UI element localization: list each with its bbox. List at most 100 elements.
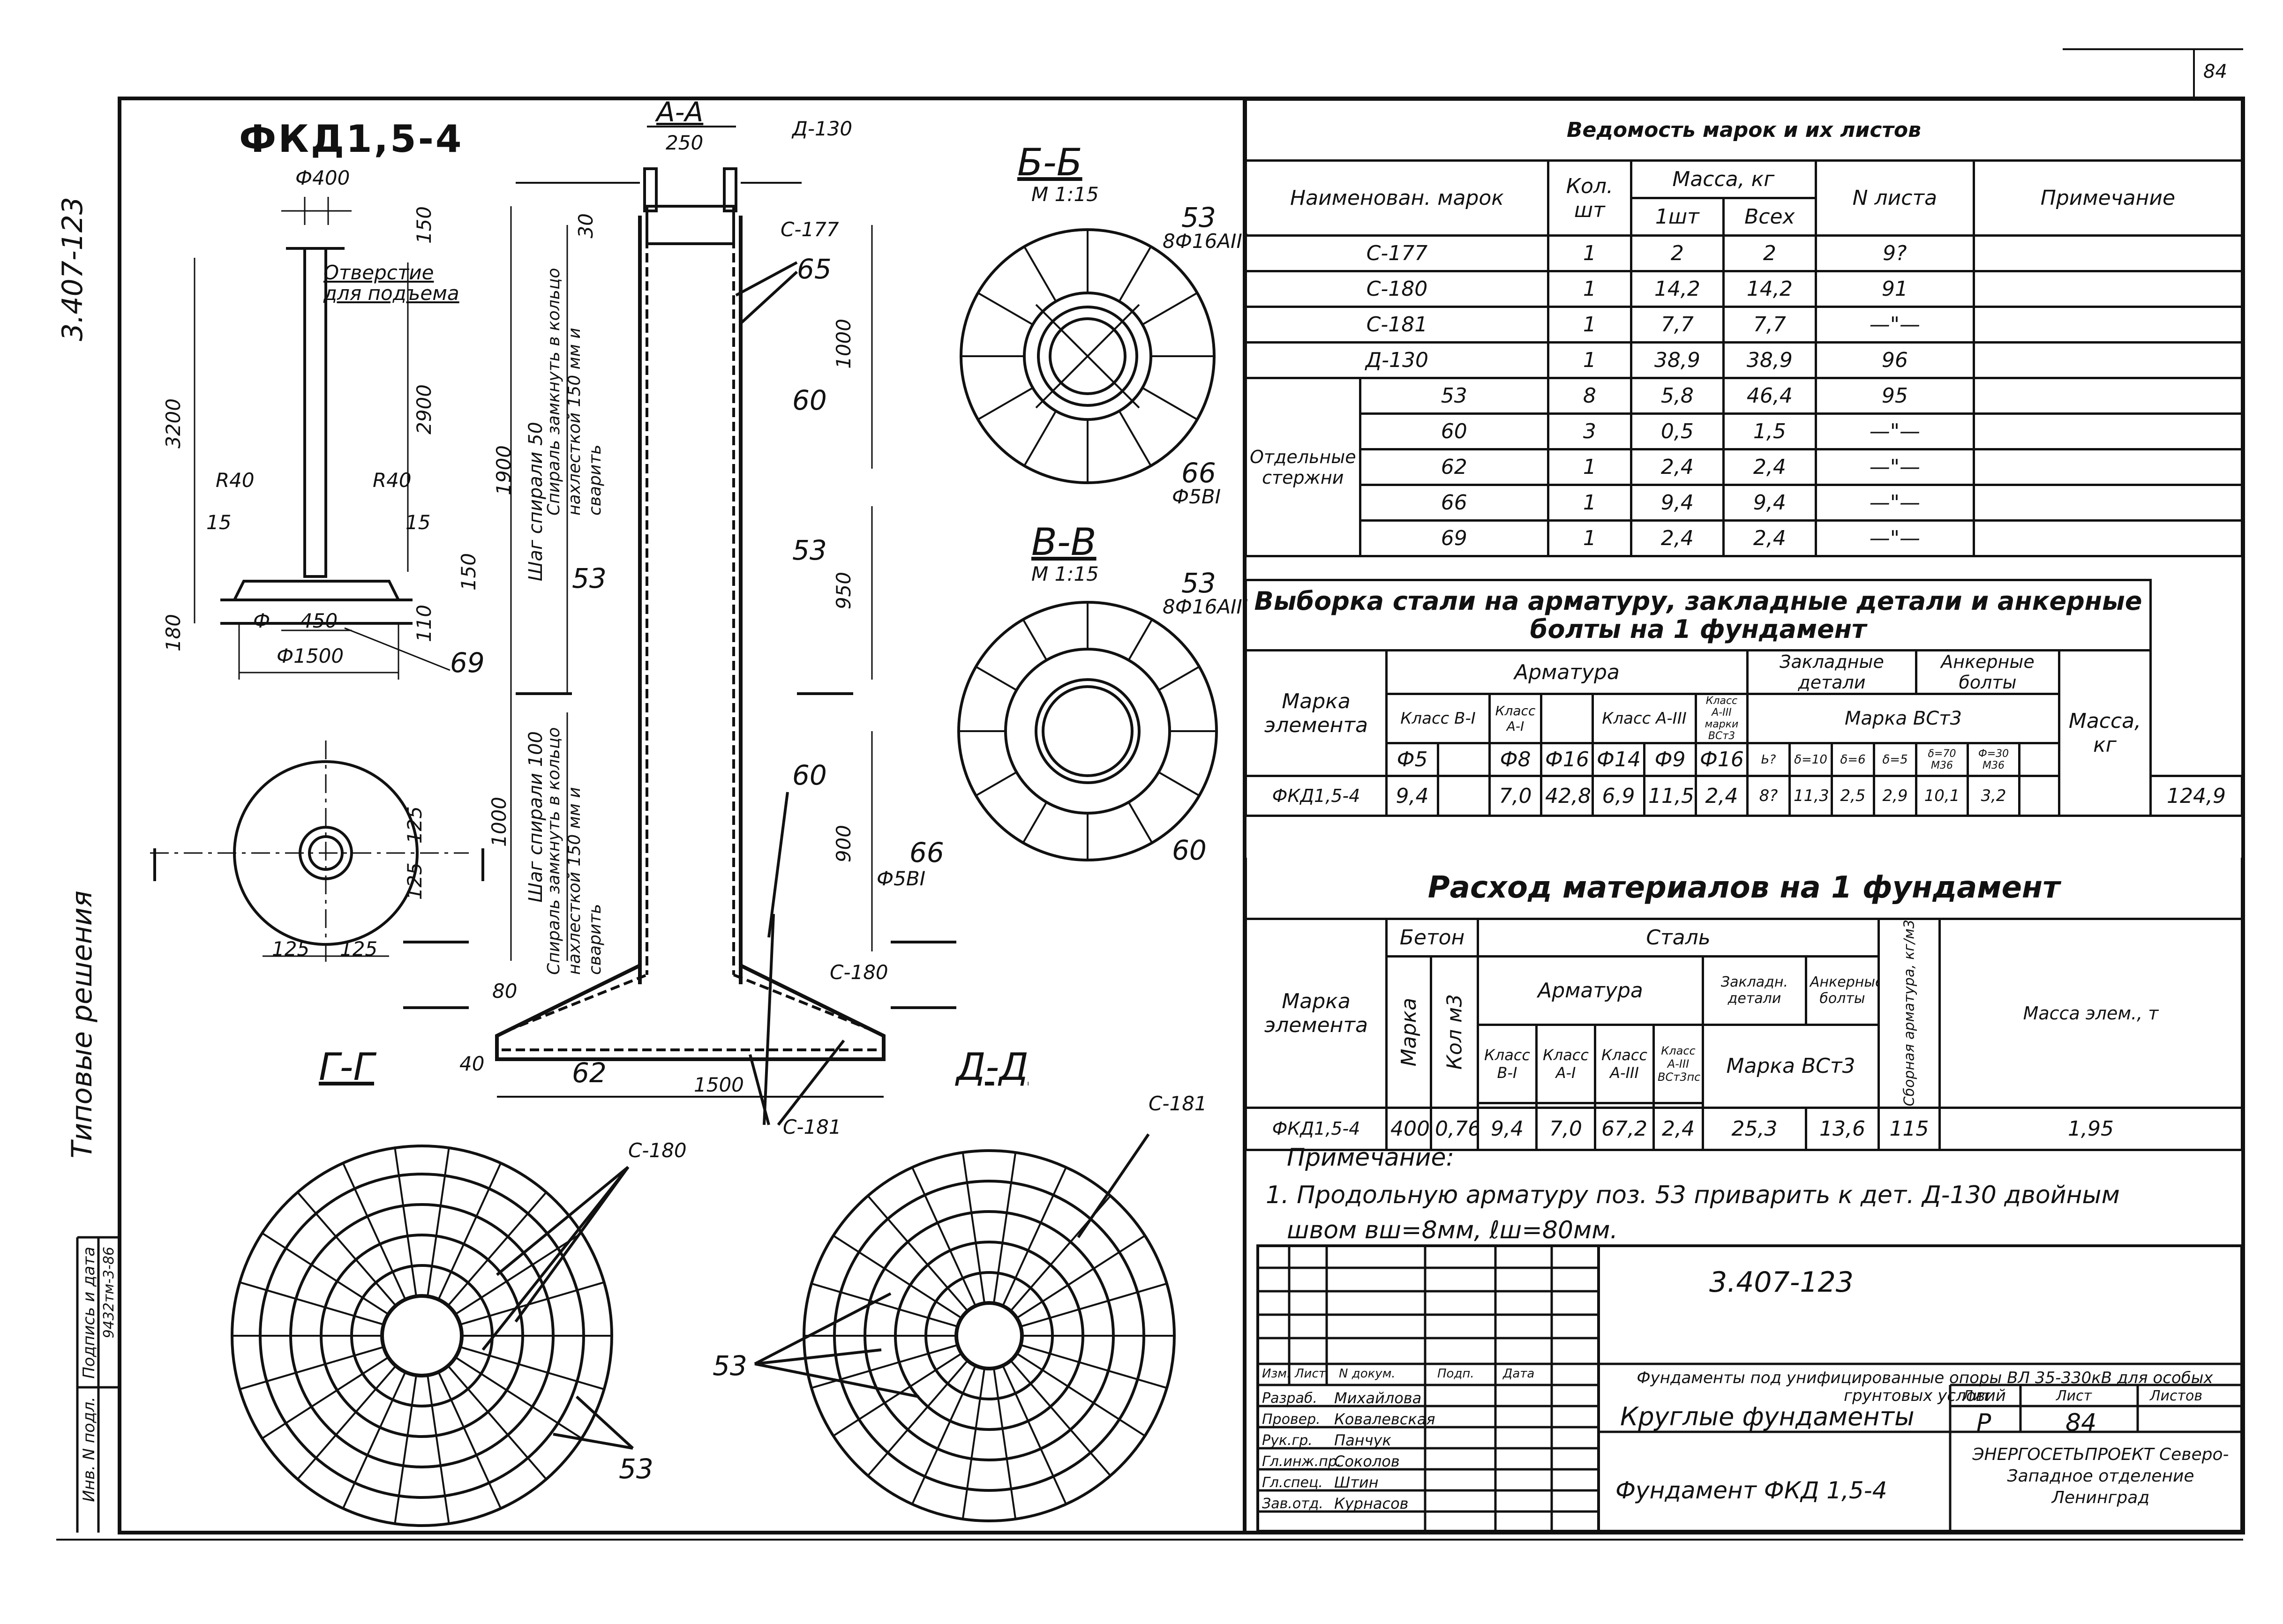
t1-cell: 1 xyxy=(1547,270,1632,308)
t3-h-zakl: Закладн. детали xyxy=(1702,955,1807,1026)
t1-cell: 53 xyxy=(1359,377,1549,415)
rebar-radial-line xyxy=(1158,666,1200,691)
t2-diam: Ф16 xyxy=(1540,742,1594,777)
rebar-radial-line xyxy=(833,1235,962,1319)
t3-h-b1: Класс В-I xyxy=(1477,1024,1538,1104)
rebar-radial-line xyxy=(1158,771,1200,797)
label-c181: С-181 xyxy=(783,1115,841,1138)
rebar-radial-line xyxy=(1016,1353,1146,1437)
rebar-radial-line xyxy=(977,387,1034,420)
rebar-radial-line xyxy=(1023,410,1057,466)
rebar-radial-line xyxy=(239,1281,384,1325)
t1-cell: 0,5 xyxy=(1630,412,1725,450)
t2-cell: 2,5 xyxy=(1831,775,1875,817)
stamp-code: 3.407-123 xyxy=(1709,1266,1854,1299)
t3-h-anker: Анкерные болты xyxy=(1805,955,1880,1026)
t1-cell: 69 xyxy=(1359,519,1549,557)
stamp-names: Михайлова Ковалевская Панчук Соколов Шти… xyxy=(1334,1388,1435,1514)
label-c180: С-180 xyxy=(830,961,888,984)
label-69: 69 xyxy=(450,647,485,679)
t1-cell: 62 xyxy=(1359,448,1549,486)
rebar-radial-line xyxy=(975,666,1017,691)
label-66b: 66 xyxy=(909,837,944,868)
t1-cell: 60 xyxy=(1359,412,1549,450)
t3-cell: 9,4 xyxy=(1477,1106,1538,1151)
rebar-radial-line xyxy=(455,1356,582,1439)
rebar-radial-line xyxy=(239,1346,384,1391)
t1-cell: С-180 xyxy=(1245,270,1549,308)
section-vv-label: В-В xyxy=(1031,520,1096,564)
rebar-radial-line xyxy=(297,1191,397,1307)
rebar-radial-line xyxy=(992,1368,1017,1519)
dim-18: 250 xyxy=(666,131,704,154)
t1-cell: 1 xyxy=(1547,519,1632,557)
dim-0: Ф400 xyxy=(295,166,350,189)
dim-5: R40 xyxy=(373,469,412,492)
t3-h-marka: Марка xyxy=(1386,956,1431,1108)
rebar-radial-line xyxy=(911,1167,976,1307)
t1-cell: 9? xyxy=(1814,234,1975,272)
t1-cell: 38,9 xyxy=(1722,341,1817,379)
dim-1: 150 xyxy=(413,206,436,244)
t2-cell: 10,1 xyxy=(1915,775,1969,817)
t1-cell: 2,4 xyxy=(1722,448,1817,486)
t1-cell: Д-130 xyxy=(1245,341,1549,379)
rebar-radial-line xyxy=(342,1371,406,1509)
rebar-radial-line xyxy=(437,1162,502,1300)
label-60: 60 xyxy=(792,384,827,416)
stamp-h-list: Лист xyxy=(1295,1367,1326,1381)
dim-23: 1000 xyxy=(488,797,511,847)
rebar-radial-line xyxy=(833,1353,962,1437)
sheet-frame xyxy=(118,97,2245,1534)
rebar-radial-line xyxy=(427,1147,450,1297)
t2-diam: δ=10 xyxy=(1788,742,1833,777)
dim-15: 125 xyxy=(340,937,378,960)
t1-cell: 46,4 xyxy=(1722,377,1817,415)
stamp-roles: Разраб. Провер. Рук.гр. Гл.инж.пр. Гл.сп… xyxy=(1262,1388,1341,1514)
t2-diam: Ф14 xyxy=(1592,742,1645,777)
t3-cell: 1,95 xyxy=(1938,1106,2243,1151)
t2-cell: 11,5 xyxy=(1643,775,1697,817)
stamp-h-izm: Изм. xyxy=(1262,1367,1291,1381)
dim-9: 180 xyxy=(162,614,185,652)
rebar-radial-line xyxy=(262,1356,389,1439)
label-62: 62 xyxy=(572,1057,607,1089)
t1-cell: 2,4 xyxy=(1722,519,1817,557)
t2-h-anker: Анкерные болты xyxy=(1915,649,2060,695)
t3-cell: ФКД1,5-4 xyxy=(1245,1106,1388,1151)
spiral-note2: Спираль замкнуть в кольцо нахлесткой 150… xyxy=(544,727,605,975)
t3-cell: 25,3 xyxy=(1702,1106,1807,1151)
t2-diam: Ь? xyxy=(1746,742,1791,777)
scale-vv: М 1:15 xyxy=(1031,562,1099,585)
t1-cell: 91 xyxy=(1814,270,1975,308)
t1-cell: 96 xyxy=(1814,341,1975,379)
dim-14: 125 xyxy=(272,937,310,960)
h-note: Примечание xyxy=(1972,159,2244,237)
stamp-name: Панчук xyxy=(1334,1431,1391,1449)
t1-cell: 1 xyxy=(1547,306,1632,344)
stamp-h-listov: Листов xyxy=(2150,1388,2203,1404)
steel-table: Выборка стали на арматуру, закладные дет… xyxy=(1245,579,2243,817)
rebar-radial-line xyxy=(1002,1365,1067,1505)
t2-cell: 11,3 xyxy=(1788,775,1833,817)
note-line1: 1. Продольную арматуру поз. 53 приварить… xyxy=(1266,1181,2120,1209)
dim-25: 80 xyxy=(492,980,518,1003)
t1-cell: 66 xyxy=(1359,484,1549,522)
t2-h-mass: Масса, кг xyxy=(2058,649,2152,817)
stamp-role: Провер. xyxy=(1262,1411,1321,1428)
t2-cell: 124,9 xyxy=(2149,775,2243,817)
rebar-radial-line xyxy=(262,1232,389,1315)
dim-26: 40 xyxy=(459,1052,485,1075)
label-53b: 53 xyxy=(572,562,607,594)
t1-cell: С-181 xyxy=(1245,306,1549,344)
t3-cell: 115 xyxy=(1877,1106,1941,1151)
t2-h-zakl: Закладные детали xyxy=(1746,649,1917,695)
label-60b: 60 xyxy=(792,759,827,791)
h-sheet: N листа xyxy=(1814,159,1975,237)
t1-cell: —"— xyxy=(1814,519,1975,557)
t2-cell: 42,8 xyxy=(1540,775,1594,817)
t1-cell: —"— xyxy=(1814,448,1975,486)
label-rebar2b: Ф5ВI xyxy=(877,867,926,890)
marks-table-title: Ведомость марок и их листов xyxy=(1245,98,2243,162)
stamp-name: Курнасов xyxy=(1334,1495,1409,1512)
